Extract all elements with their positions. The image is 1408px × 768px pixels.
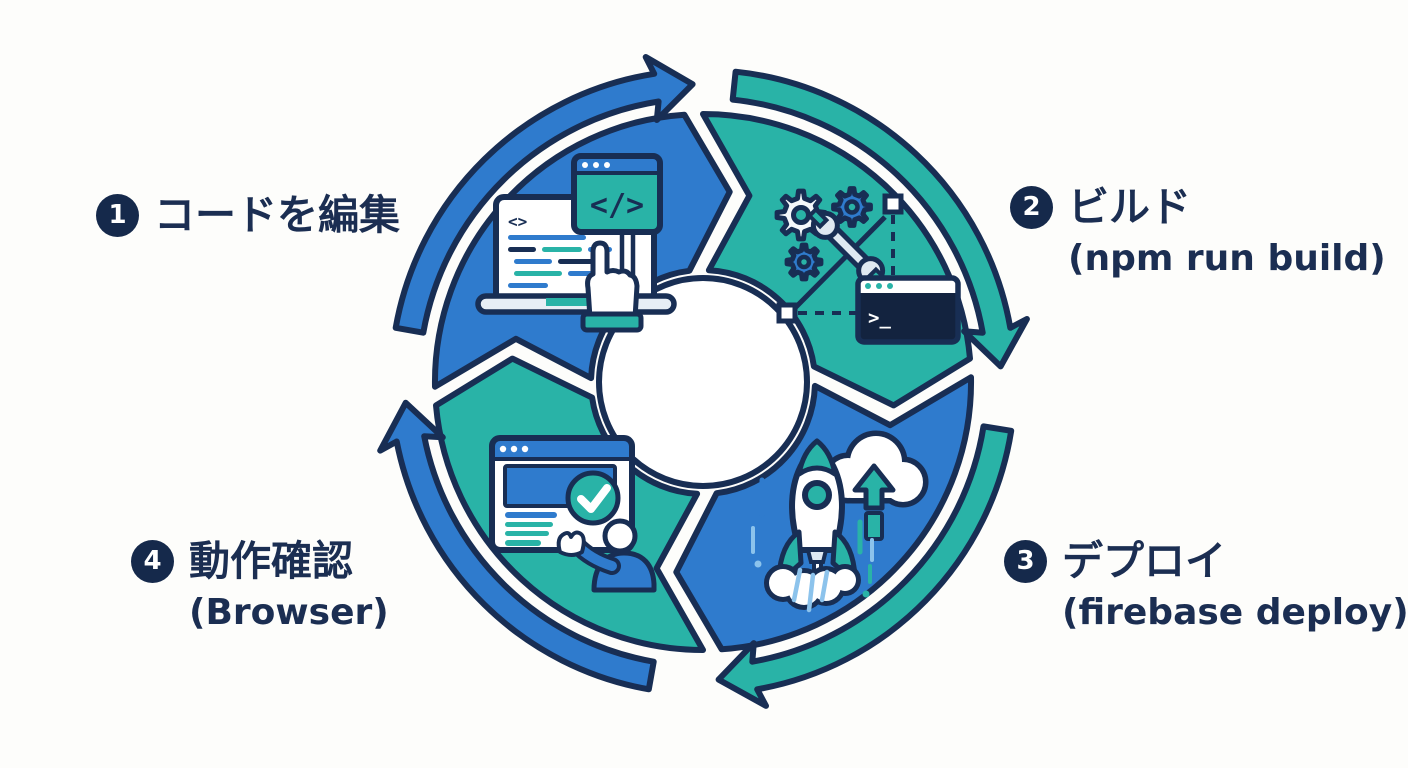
rocket-cloud-upload-icon (751, 430, 929, 613)
step-3-label: 3 デプロイ (firebase deploy) (1004, 537, 1408, 634)
step-3-subtext: (firebase deploy) (1062, 592, 1408, 634)
popup-code-glyph: </> (590, 188, 644, 223)
code-window-icon: </> (571, 153, 663, 235)
step-4-label: 4 動作確認 (Browser) (131, 537, 389, 634)
gear-icon-small (784, 242, 824, 282)
gears-terminal-icon: >_ (774, 186, 961, 345)
arrow-top (392, 54, 696, 336)
laptop-code-icon: <> </> (475, 153, 677, 333)
browser-text-lines (505, 512, 557, 546)
terminal-icon: >_ (855, 275, 961, 345)
step-2-text: ビルド (1068, 183, 1191, 231)
editor-code-glyph: <> (508, 212, 527, 231)
check-circle-icon (565, 470, 621, 526)
step-1-text: コードを編集 (154, 191, 400, 239)
step-4-number-badge: 4 (131, 540, 174, 584)
speed-lines (751, 477, 874, 598)
terminal-prompt: >_ (868, 307, 891, 329)
hand-cursor-icon (580, 240, 644, 333)
step-4-subtext: (Browser) (189, 592, 389, 634)
smoke-cloud (764, 564, 861, 613)
step-1-label: 1 コードを編集 (96, 191, 400, 239)
arrow-left (377, 399, 657, 693)
step-4-text: 動作確認 (189, 537, 353, 585)
person-icon (556, 518, 657, 593)
arrow-bottom (715, 423, 1015, 709)
step-2-label: 2 ビルド (npm run build) (1010, 183, 1386, 280)
center-circle (596, 275, 810, 489)
upload-arrow-icon (852, 463, 896, 511)
step-2-subtext: (npm run build) (1068, 238, 1386, 280)
step-3-text: デプロイ (1062, 537, 1226, 585)
arrow-right (729, 68, 1030, 370)
gear-icon-blue (831, 186, 873, 228)
step-1-number-badge: 1 (96, 194, 139, 238)
browser-check-person-icon (489, 435, 657, 593)
step-2-number-badge: 2 (1010, 186, 1053, 230)
rocket-icon (764, 438, 861, 613)
cycle-wheel (377, 54, 1030, 709)
step-3-number-badge: 3 (1004, 540, 1047, 584)
